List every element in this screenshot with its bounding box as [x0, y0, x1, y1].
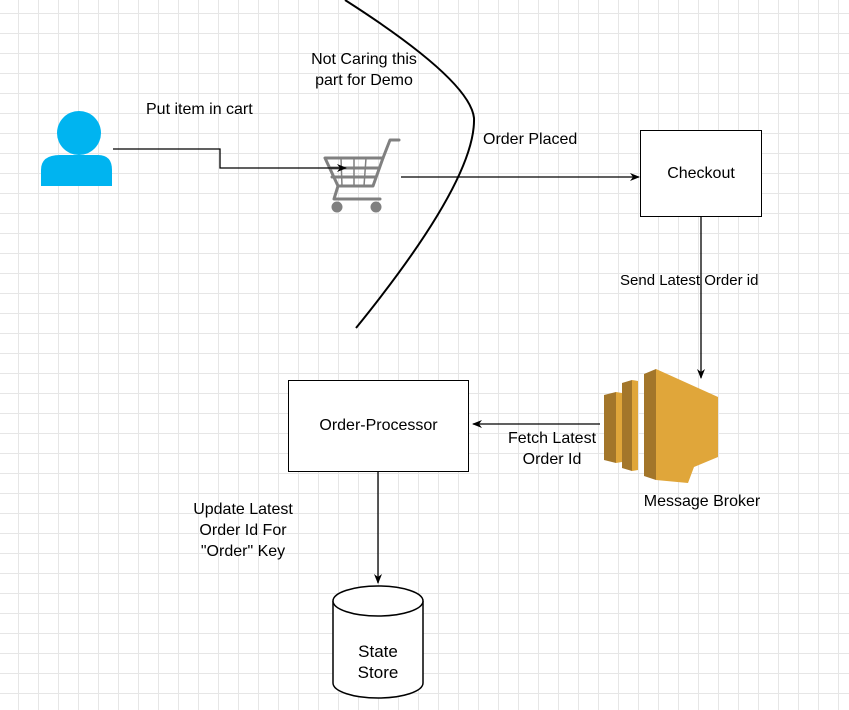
checkout-label: Checkout — [667, 164, 735, 182]
state-store-cylinder — [332, 585, 424, 699]
state-store-label: State Store — [357, 642, 399, 682]
order-processor-label: Order-Processor — [319, 417, 438, 434]
order-processor-node[interactable]: Order-Processor — [288, 380, 469, 472]
user-icon — [41, 111, 112, 186]
edge-put-item — [113, 148, 347, 172]
note-not-caring: Not Caring this part for Demo — [311, 51, 417, 89]
checkout-node[interactable]: Checkout — [640, 130, 762, 217]
message-broker-icon — [604, 369, 718, 483]
edge-label-order-placed: Order Placed — [483, 131, 578, 148]
edge-label-send-latest: Send Latest Order id — [620, 272, 759, 289]
edge-label-put-item: Put item in cart — [146, 101, 253, 118]
divider-curve — [344, 0, 476, 329]
shopping-cart-icon — [323, 138, 401, 213]
edge-label-update-latest: Update Latest Order Id For "Order" Key — [193, 501, 293, 560]
edge-label-fetch-latest: Fetch Latest Order Id — [507, 430, 597, 468]
message-broker-label: Message Broker — [643, 493, 761, 510]
